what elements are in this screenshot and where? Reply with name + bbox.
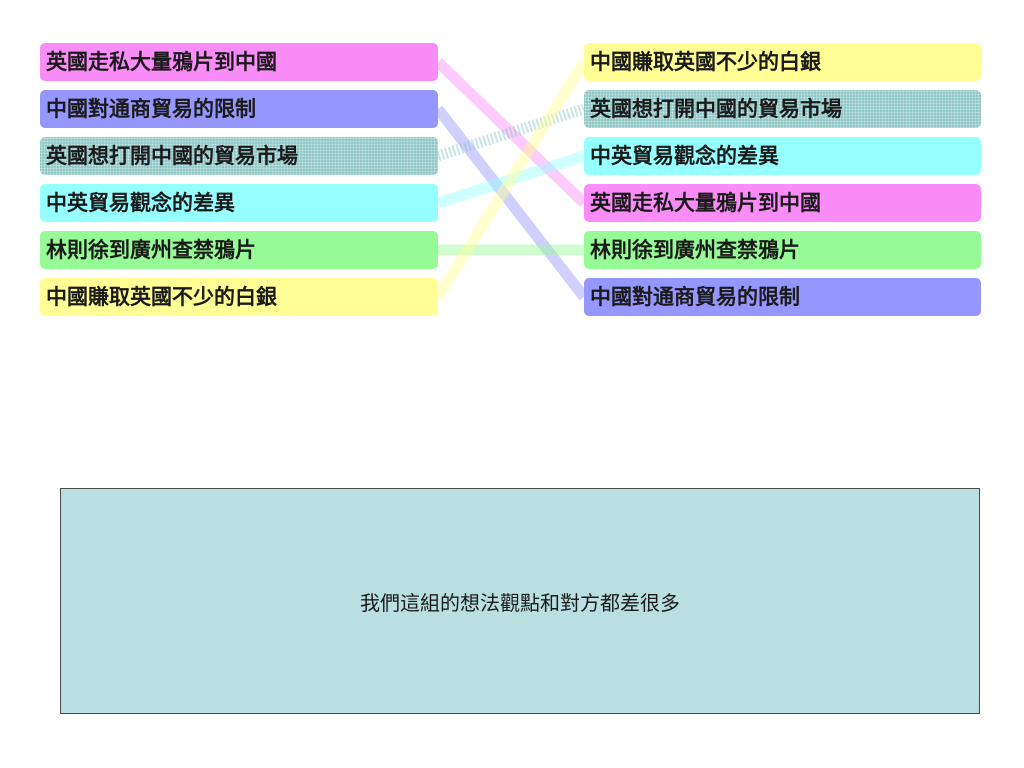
connector-line-teal_dotted <box>436 103 586 162</box>
note-box: 我們這組的想法觀點和對方都差很多 <box>60 488 980 714</box>
right-item-lin-zexu-ban[interactable]: 林則徐到廣州查禁鴉片 <box>584 231 981 269</box>
right-item-trade-restriction[interactable]: 中國對通商貿易的限制 <box>584 278 981 316</box>
connector-line-blue <box>433 105 589 301</box>
right-item-open-market[interactable]: 英國想打開中國的貿易市場 <box>584 90 981 128</box>
right-item-silver-gain[interactable]: 中國賺取英國不少的白銀 <box>584 43 981 81</box>
connector-line-yellow <box>433 59 589 300</box>
left-item-lin-zexu-ban[interactable]: 林則徐到廣州查禁鴉片 <box>40 231 438 269</box>
connector-line-pink <box>434 58 588 207</box>
left-item-silver-gain[interactable]: 中國賺取英國不少的白銀 <box>40 278 438 316</box>
left-item-trade-restriction[interactable]: 中國對通商貿易的限制 <box>40 90 438 128</box>
connector-line-cyan <box>436 150 586 209</box>
left-item-trade-concept-difference[interactable]: 中英貿易觀念的差異 <box>40 184 438 222</box>
note-text: 我們這組的想法觀點和對方都差很多 <box>360 590 680 615</box>
left-item-open-market[interactable]: 英國想打開中國的貿易市場 <box>40 137 438 175</box>
right-item-opium-smuggling[interactable]: 英國走私大量鴉片到中國 <box>584 184 981 222</box>
right-item-trade-concept-difference[interactable]: 中英貿易觀念的差異 <box>584 137 981 175</box>
left-item-opium-smuggling[interactable]: 英國走私大量鴉片到中國 <box>40 43 438 81</box>
